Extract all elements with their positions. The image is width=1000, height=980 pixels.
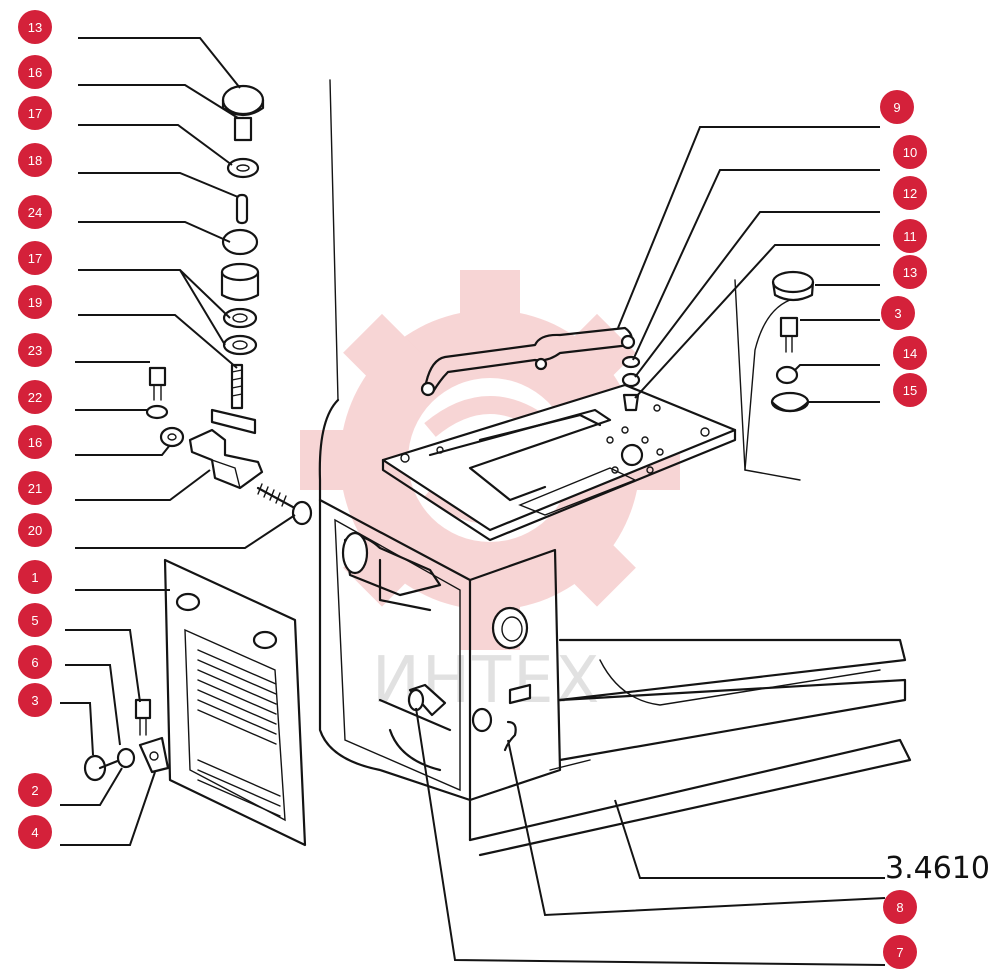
callout-badge-7: 7: [883, 935, 917, 969]
callout-badge-3: 3: [881, 296, 915, 330]
callout-badge-circle: [18, 285, 52, 319]
callout-badge-10: 10: [893, 135, 927, 169]
callout-badge-circle: [18, 380, 52, 414]
callout-badge-label: 23: [28, 343, 42, 358]
callout-badge-1: 1: [18, 560, 52, 594]
callout-badge-circle: [883, 890, 917, 924]
callout-badge-circle: [18, 560, 52, 594]
handle-assembly: [420, 326, 641, 412]
callout-badge-circle: [18, 241, 52, 275]
callout-badge-16: 16: [18, 55, 52, 89]
callout-badge-label: 17: [28, 106, 42, 121]
callout-badge-circle: [893, 255, 927, 289]
callout-badge-label: 7: [896, 945, 903, 960]
right-exploded-stack: [744, 270, 815, 471]
callout-badge-9: 9: [880, 90, 914, 124]
callout-badge-19: 19: [18, 285, 52, 319]
callout-badge-label: 18: [28, 153, 42, 168]
callout-badge-circle: [18, 471, 52, 505]
callout-badge-17: 17: [18, 241, 52, 275]
callout-badge-circle: [18, 513, 52, 547]
callout-badge-16: 16: [18, 425, 52, 459]
callout-badge-circle: [18, 645, 52, 679]
callout-badges: 1316171824171923221621201563249101211133…: [18, 10, 927, 969]
callout-badge-circle: [18, 603, 52, 637]
callout-badge-circle: [18, 683, 52, 717]
cover-panel: [83, 558, 307, 847]
figure-number: 3.4610: [885, 851, 990, 886]
callout-badge-label: 24: [28, 205, 42, 220]
callout-badge-label: 16: [28, 65, 42, 80]
callout-badge-5: 5: [18, 603, 52, 637]
callout-badge-circle: [18, 143, 52, 177]
callout-badge-label: 17: [28, 251, 42, 266]
callout-badge-17: 17: [18, 96, 52, 130]
callout-badge-label: 22: [28, 390, 42, 405]
callout-badge-15: 15: [893, 373, 927, 407]
callout-badge-circle: [18, 96, 52, 130]
callout-badge-label: 12: [903, 186, 917, 201]
leader-lines: [60, 37, 886, 966]
callout-badge-label: 8: [896, 900, 903, 915]
callout-badge-label: 3: [31, 693, 38, 708]
callout-badge-circle: [18, 10, 52, 44]
callout-badge-label: 20: [28, 523, 42, 538]
callout-badge-circle: [18, 195, 52, 229]
left-exploded-stack: [145, 84, 313, 526]
callout-badge-circle: [893, 373, 927, 407]
callout-badge-23: 23: [18, 333, 52, 367]
callout-badge-circle: [883, 935, 917, 969]
callout-badge-label: 21: [28, 481, 42, 496]
callout-badge-label: 14: [903, 346, 917, 361]
callout-badge-circle: [18, 333, 52, 367]
callout-badge-circle: [893, 176, 927, 210]
machine-frame: [318, 79, 912, 857]
callout-badge-label: 13: [903, 265, 917, 280]
callout-badge-8: 8: [883, 890, 917, 924]
callout-badge-circle: [893, 219, 927, 253]
callout-badge-circle: [881, 296, 915, 330]
callout-badge-4: 4: [18, 815, 52, 849]
callout-badge-24: 24: [18, 195, 52, 229]
callout-badge-18: 18: [18, 143, 52, 177]
callout-badge-circle: [893, 135, 927, 169]
callout-badge-6: 6: [18, 645, 52, 679]
callout-badge-label: 15: [903, 383, 917, 398]
grille-lines: [197, 649, 281, 817]
callout-badge-label: 3: [894, 306, 901, 321]
callout-badge-13: 13: [18, 10, 52, 44]
callout-badge-label: 1: [31, 570, 38, 585]
callout-badge-label: 4: [31, 825, 38, 840]
callout-badge-2: 2: [18, 773, 52, 807]
callout-badge-label: 2: [31, 783, 38, 798]
callout-badge-circle: [880, 90, 914, 124]
callout-badge-11: 11: [893, 219, 927, 253]
callout-badge-14: 14: [893, 336, 927, 370]
watermark-text: ИНТЕХ: [372, 644, 601, 718]
callout-badge-12: 12: [893, 176, 927, 210]
callout-badge-circle: [18, 815, 52, 849]
callout-badge-label: 10: [903, 145, 917, 160]
callout-badge-22: 22: [18, 380, 52, 414]
callout-badge-label: 13: [28, 20, 42, 35]
callout-badge-label: 6: [31, 655, 38, 670]
callout-badge-label: 9: [893, 100, 900, 115]
callout-badge-label: 5: [31, 613, 38, 628]
callout-badge-label: 16: [28, 435, 42, 450]
callout-badge-circle: [18, 425, 52, 459]
callout-badge-21: 21: [18, 471, 52, 505]
callout-badge-3: 3: [18, 683, 52, 717]
callout-badge-13: 13: [893, 255, 927, 289]
callout-badge-circle: [18, 773, 52, 807]
callout-badge-label: 11: [903, 229, 917, 244]
callout-badge-label: 19: [28, 295, 42, 310]
callout-badge-20: 20: [18, 513, 52, 547]
callout-badge-circle: [18, 55, 52, 89]
callout-badge-circle: [893, 336, 927, 370]
